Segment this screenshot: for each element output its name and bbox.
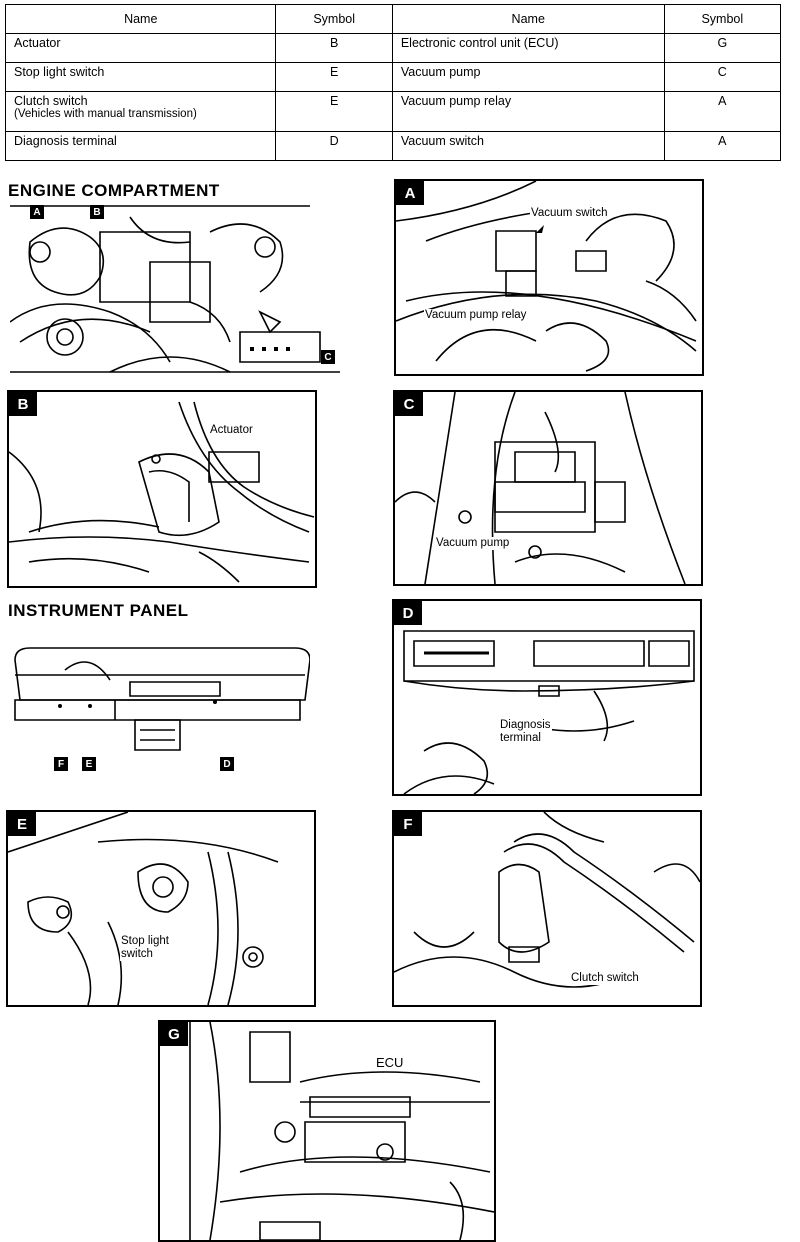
- row-name-right: Vacuum pump: [391, 62, 665, 92]
- header-symbol-1: Symbol: [275, 4, 393, 34]
- row-name-right: Electronic control unit (ECU): [391, 33, 665, 63]
- panel-e-drawing: [8, 812, 279, 1005]
- engine-marker-a: A: [30, 205, 44, 219]
- stop-light-label-line2: switch: [120, 948, 154, 961]
- table-header-row: Name Symbol Name Symbol: [4, 4, 782, 34]
- row-name-left: Diagnosis terminal: [4, 131, 277, 161]
- actuator-label: Actuator: [209, 424, 254, 437]
- engine-overview-drawing: [10, 205, 340, 373]
- panel-b-tag: B: [9, 392, 37, 416]
- table-row: Stop light switch E Vacuum pump C: [4, 62, 782, 92]
- header-name-2: Name: [391, 4, 665, 34]
- panel-a-tag: A: [396, 181, 424, 205]
- instrument-overview-drawing: [14, 647, 310, 751]
- row-symbol-left: E: [275, 91, 393, 132]
- panel-a-drawing: [396, 181, 697, 372]
- instrument-marker-d: D: [220, 757, 234, 771]
- instrument-overview-illustration: F E D: [10, 640, 310, 772]
- panel-a: A Vacuum switch Vacuum pump relay: [394, 179, 704, 376]
- panel-g-tag: G: [160, 1022, 188, 1046]
- row-name-right: Vacuum switch: [391, 131, 665, 161]
- panel-e: E Stop light switch: [6, 810, 316, 1007]
- panel-f-tag: F: [394, 812, 422, 836]
- ecu-label: ECU: [375, 1055, 405, 1070]
- stop-light-label-line1: Stop light: [120, 935, 170, 948]
- panel-c-tag: C: [395, 392, 423, 416]
- panel-c-drawing: [395, 392, 686, 584]
- component-legend-table: Name Symbol Name Symbol Actuator B Elect…: [4, 4, 782, 161]
- row-symbol-right: G: [663, 33, 782, 63]
- panel-g: G ECU: [158, 1020, 496, 1242]
- row-name-main: Clutch switch: [14, 94, 88, 108]
- engine-marker-b: B: [90, 205, 104, 219]
- row-name-right: Vacuum pump relay: [391, 91, 665, 132]
- clutch-switch-label: Clutch switch: [570, 972, 640, 985]
- row-symbol-left: B: [275, 33, 393, 63]
- table-row: Clutch switch(Vehicles with manual trans…: [4, 91, 782, 132]
- row-name-sub: (Vehicles with manual transmission): [14, 108, 197, 120]
- row-symbol-left: D: [275, 131, 393, 161]
- panel-g-drawing: [189, 1022, 494, 1240]
- instrument-marker-e: E: [82, 757, 96, 771]
- engine-compartment-heading: ENGINE COMPARTMENT: [8, 181, 220, 200]
- table-row: Actuator B Electronic control unit (ECU)…: [4, 33, 782, 63]
- vacuum-switch-label: Vacuum switch: [530, 207, 609, 220]
- panel-d-drawing: [403, 630, 695, 794]
- instrument-marker-f: F: [54, 757, 68, 771]
- header-symbol-2: Symbol: [663, 4, 782, 34]
- diagnosis-label-line2: terminal: [499, 732, 542, 745]
- diagnosis-label-line1: Diagnosis: [499, 719, 552, 732]
- row-name-left: Stop light switch: [4, 62, 277, 92]
- panel-b-drawing: [9, 401, 315, 583]
- header-name-1: Name: [4, 4, 277, 34]
- row-name-left: Actuator: [4, 33, 277, 63]
- engine-overview-illustration: A B C: [10, 202, 342, 386]
- table-row: Diagnosis terminal D Vacuum switch A: [4, 131, 782, 161]
- row-symbol-right: A: [663, 91, 782, 132]
- row-symbol-left: E: [275, 62, 393, 92]
- panel-e-tag: E: [8, 812, 36, 836]
- engine-marker-c: C: [321, 350, 335, 364]
- panel-c: C Vacuum pump: [393, 390, 703, 586]
- vacuum-pump-label: Vacuum pump: [435, 537, 511, 550]
- instrument-panel-heading: INSTRUMENT PANEL: [8, 601, 189, 620]
- panel-f: F Clutch switch: [392, 810, 702, 1007]
- panel-d-tag: D: [394, 601, 422, 625]
- vacuum-pump-relay-label: Vacuum pump relay: [424, 309, 528, 322]
- panel-d: D Diagnosis terminal: [392, 599, 702, 796]
- panel-f-drawing: [394, 812, 700, 988]
- row-symbol-right: C: [663, 62, 782, 92]
- panel-b: B Actuator: [7, 390, 317, 588]
- row-symbol-right: A: [663, 131, 782, 161]
- row-name-left: Clutch switch(Vehicles with manual trans…: [4, 91, 277, 132]
